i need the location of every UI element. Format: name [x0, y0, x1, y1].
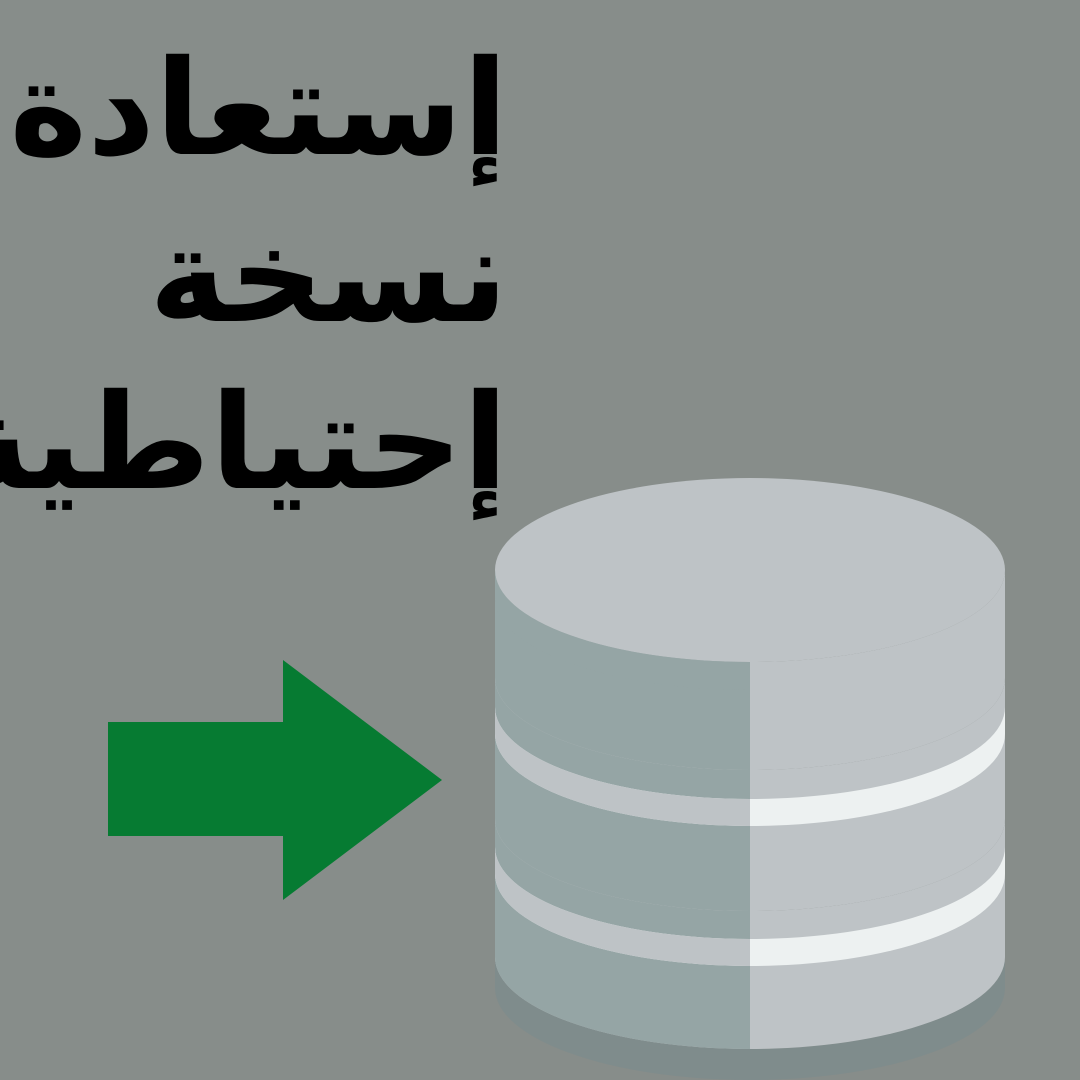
database-bottom-band: [495, 957, 1005, 1080]
database-lower-highlight-shadow: [495, 847, 750, 966]
title-line-1: إستعادة: [9, 32, 508, 186]
database-top-shadow: [495, 570, 750, 690]
arrow-right-icon: [108, 660, 442, 900]
title-line-2: نسخة: [148, 199, 508, 353]
database-icon: [495, 478, 1005, 1080]
database-upper-highlight-shadow: [495, 707, 750, 826]
database-top: [495, 478, 1005, 662]
title-text: إستعادة نسخة إحتياطية: [0, 26, 560, 527]
title-line-3: إحتياطية: [0, 366, 508, 520]
database-stack: [495, 478, 1005, 1080]
arrow-shape: [108, 660, 442, 900]
